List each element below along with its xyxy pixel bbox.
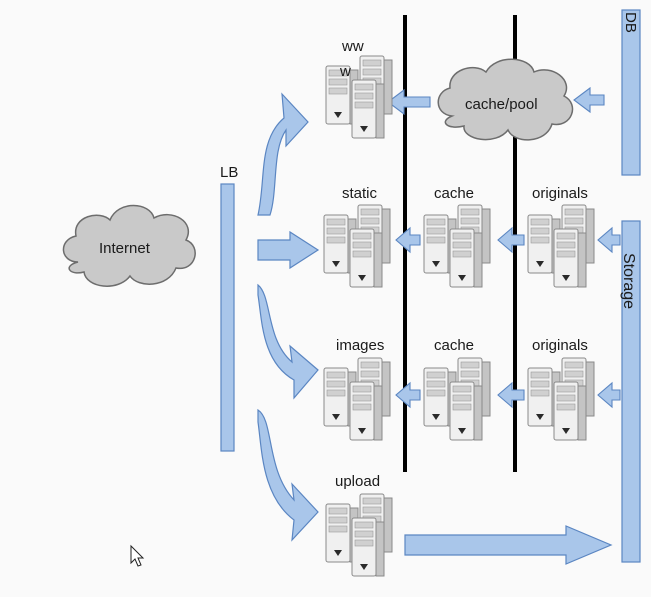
upload-servers-icon bbox=[326, 494, 392, 576]
originals-static-servers-icon bbox=[528, 205, 594, 287]
cache-images-label: cache bbox=[434, 337, 474, 354]
upload-label: upload bbox=[335, 473, 380, 490]
db-bar bbox=[621, 9, 641, 176]
originals-static-label: originals bbox=[532, 185, 588, 202]
cache-static-label: cache bbox=[434, 185, 474, 202]
images-label: images bbox=[336, 337, 384, 354]
static-servers-icon bbox=[324, 205, 390, 287]
storage-bar bbox=[621, 220, 641, 563]
cache-to-static-arrow bbox=[395, 226, 421, 254]
pool-to-www-arrow bbox=[387, 88, 431, 116]
www-label-line2: w bbox=[339, 63, 351, 80]
originals-to-cache-images-arrow bbox=[497, 381, 525, 409]
www-label-line1: ww bbox=[341, 38, 364, 55]
cache-pool-label: cache/pool bbox=[465, 96, 538, 113]
lb-to-upload-arrow bbox=[257, 408, 319, 542]
images-servers-icon bbox=[324, 358, 390, 440]
cache-static-servers-icon bbox=[424, 205, 490, 287]
storage-to-originals-images-arrow bbox=[597, 381, 621, 409]
static-label: static bbox=[342, 185, 378, 202]
storage-label: Storage bbox=[620, 253, 637, 309]
mouse-pointer-icon bbox=[130, 544, 145, 567]
db-label: DB bbox=[622, 12, 639, 33]
cache-images-servers-icon bbox=[424, 358, 490, 440]
originals-images-label: originals bbox=[532, 337, 588, 354]
load-balancer-bar bbox=[220, 183, 235, 452]
internet-label: Internet bbox=[99, 240, 151, 257]
lb-to-static-arrow bbox=[257, 230, 320, 270]
upload-to-storage-arrow bbox=[404, 525, 613, 565]
www-servers-icon bbox=[326, 56, 392, 138]
internet-cloud-icon bbox=[62, 204, 196, 287]
cache-pool-cloud-icon bbox=[437, 58, 574, 141]
db-to-pool-arrow bbox=[573, 86, 605, 114]
lb-to-images-arrow bbox=[257, 283, 319, 400]
originals-to-cache-static-arrow bbox=[497, 226, 525, 254]
storage-to-originals-static-arrow bbox=[597, 226, 621, 254]
lb-label: LB bbox=[220, 164, 238, 181]
lb-to-www-arrow bbox=[257, 92, 309, 216]
originals-images-servers-icon bbox=[528, 358, 594, 440]
cache-to-images-arrow bbox=[395, 381, 421, 409]
